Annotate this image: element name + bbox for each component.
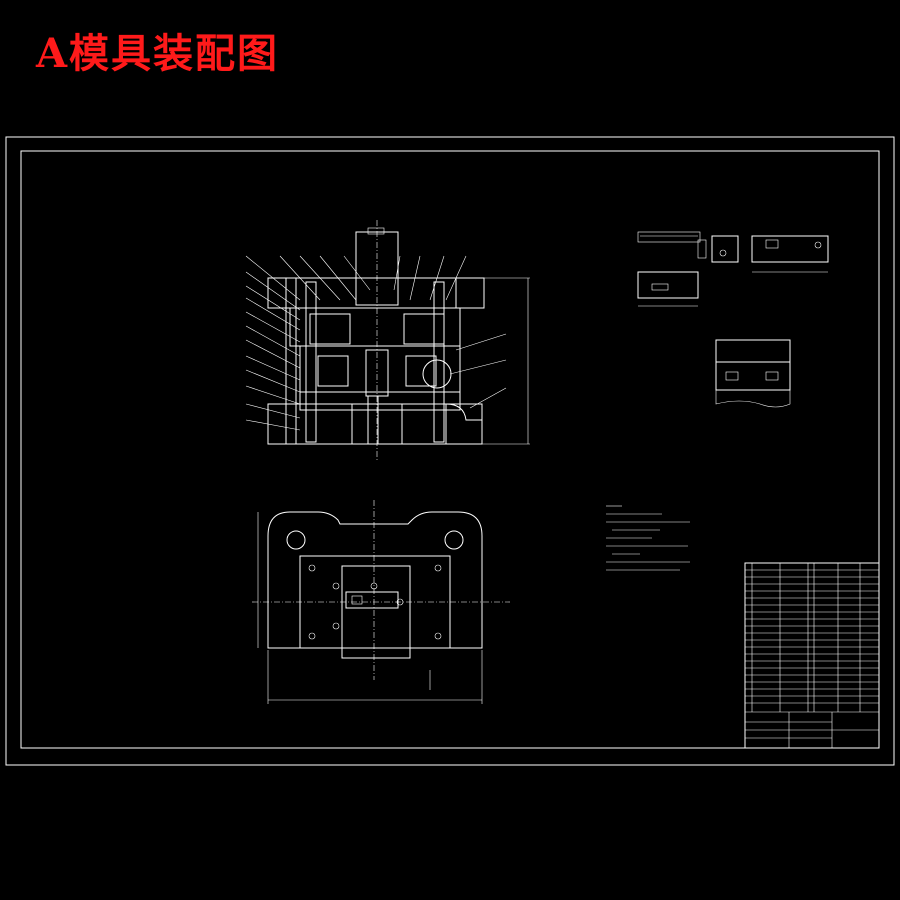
parts-list [744, 562, 880, 749]
drawing-title: A模具装配图 [36, 30, 280, 77]
tech-requirements [606, 505, 690, 571]
part-details [637, 231, 829, 408]
plan-view [252, 500, 510, 704]
outer-frame [5, 136, 895, 766]
inner-frame [20, 150, 880, 749]
section-view [245, 220, 530, 460]
